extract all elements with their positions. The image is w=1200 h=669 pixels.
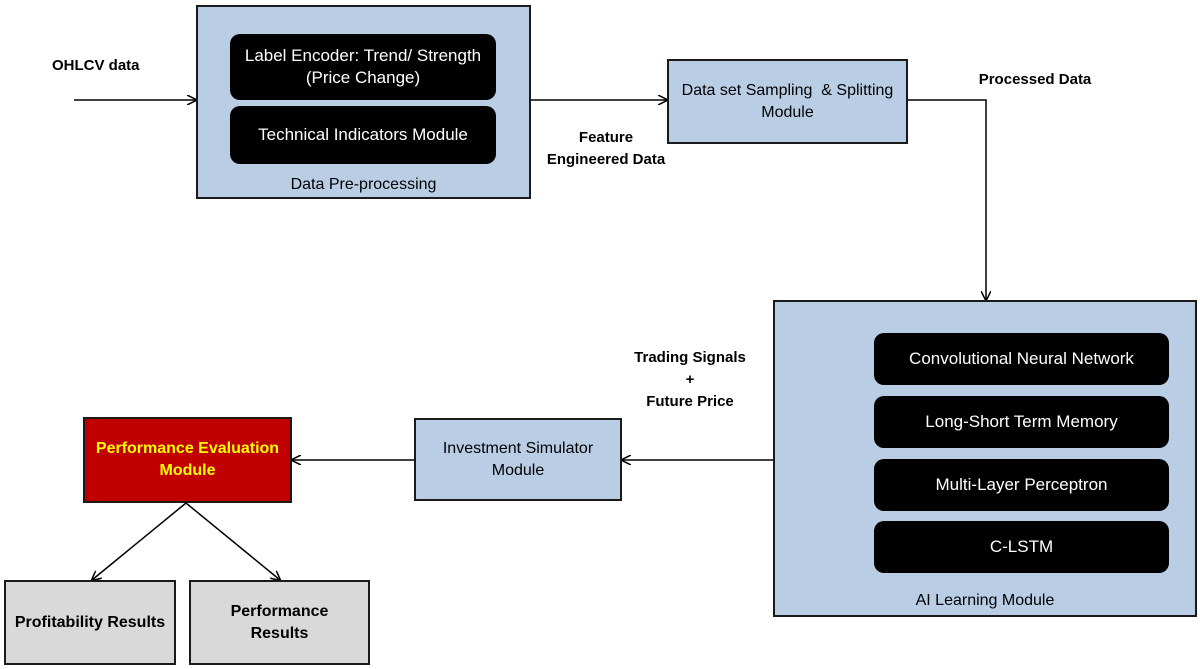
preprocessing-module: Label Encoder: Trend/ Strength (Price Ch… [196, 5, 531, 199]
investment-simulator-module: Investment Simulator Module [414, 418, 622, 501]
technical-indicators-box: Technical Indicators Module [230, 106, 496, 164]
arrow-evaluation-to-profitability [92, 502, 187, 580]
performance-results-line1: Performance [230, 602, 329, 620]
performance-results-box: Performance Results [189, 580, 370, 665]
arrow-sampling-to-ai [908, 99, 986, 300]
feature-engineered-line2: Engineered Data [546, 151, 666, 168]
arrow-evaluation-to-performance [185, 502, 280, 580]
preprocessing-caption: Data Pre-processing [290, 176, 437, 193]
model-cnn-label: Convolutional Neural Network [909, 349, 1134, 368]
model-lstm: Long-Short Term Memory [874, 396, 1169, 448]
trading-signals-line1: Trading Signals [634, 349, 746, 366]
simulator-line1: Investment Simulator [442, 439, 594, 457]
model-mlp: Multi-Layer Perceptron [874, 459, 1169, 511]
model-clstm: C-LSTM [874, 521, 1169, 573]
model-lstm-label: Long-Short Term Memory [925, 412, 1118, 431]
trading-signals-line3: Future Price [646, 393, 734, 410]
trading-signals-line2: + [685, 371, 695, 388]
ai-learning-module: Convolutional Neural Network Long-Short … [773, 300, 1197, 617]
feature-engineered-label: Feature Engineered Data [531, 127, 681, 171]
profitability-results-label: Profitability Results [14, 613, 166, 631]
label-encoder-line2: (Price Change) [305, 68, 421, 87]
processed-data-label: Processed Data [978, 71, 1092, 88]
model-cnn: Convolutional Neural Network [874, 333, 1169, 385]
model-mlp-label: Multi-Layer Perceptron [935, 475, 1108, 494]
sampling-module: Data set Sampling & Splitting Module [667, 59, 908, 144]
evaluation-line2: Module [159, 462, 216, 479]
performance-evaluation-module: Performance Evaluation Module [83, 417, 292, 503]
simulator-line2: Module [491, 461, 545, 479]
ohlcv-label: OHLCV data [52, 57, 140, 74]
ai-module-caption: AI Learning Module [915, 592, 1055, 609]
feature-engineered-line1: Feature [578, 129, 634, 146]
technical-indicators-label: Technical Indicators Module [258, 125, 468, 144]
label-encoder-line1: Label Encoder: Trend/ Strength [244, 46, 482, 65]
label-encoder-box: Label Encoder: Trend/ Strength (Price Ch… [230, 34, 496, 100]
trading-signals-label: Trading Signals + Future Price [615, 347, 765, 413]
sampling-line1: Data set Sampling & Splitting [681, 81, 894, 99]
evaluation-line1: Performance Evaluation [95, 440, 280, 457]
performance-results-line2: Results [250, 624, 309, 642]
model-clstm-label: C-LSTM [989, 537, 1054, 556]
sampling-line2: Module [761, 103, 814, 121]
profitability-results-box: Profitability Results [4, 580, 176, 665]
